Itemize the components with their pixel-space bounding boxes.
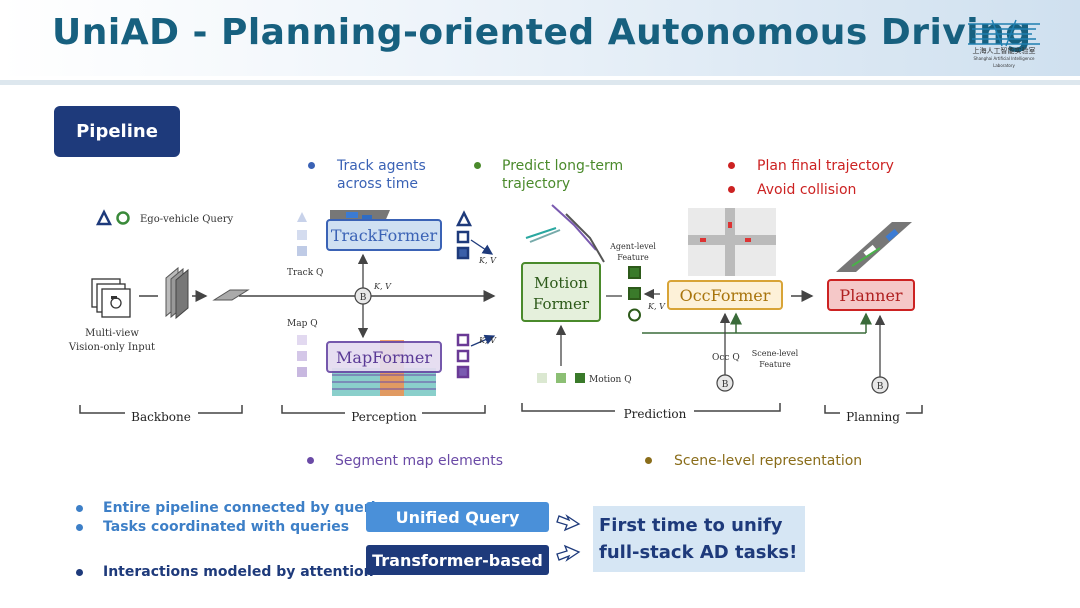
bullet-dot-2 [76, 524, 83, 531]
planner-scene-image [836, 222, 912, 272]
trackformer-label: TrackFormer [331, 226, 438, 245]
plan-annotation: Plan final trajectory [757, 158, 894, 174]
header-divider [0, 80, 1080, 85]
agent-feature-icons [628, 266, 641, 322]
page-title: UniAD - Planning-oriented Autonomous Dri… [52, 12, 1032, 53]
ego-query-icons [95, 209, 130, 226]
stage-backbone: Backbone [131, 410, 191, 424]
bullet-dot-1 [76, 505, 83, 512]
map-output-icons [456, 333, 470, 379]
svg-text:B: B [360, 293, 367, 303]
transformer-based-label: Transformer-based [366, 545, 549, 575]
occ-q-label: Occ Q [712, 353, 740, 363]
avoid-dot [728, 186, 735, 193]
svg-text:K, V: K, V [478, 336, 497, 345]
track-dot [308, 162, 315, 169]
input-label: Multi-view Vision-only Input [68, 328, 156, 353]
track-output-icons [455, 210, 473, 260]
planner-label: Planner [839, 286, 903, 305]
ego-query-label: Ego-vehicle Query [140, 214, 234, 225]
plan-dot [728, 162, 735, 169]
svg-text:K, V: K, V [478, 256, 497, 265]
motion-query-icons [537, 373, 585, 383]
logo-en: Shanghai Artificial Intelligence Laborat… [973, 56, 1035, 68]
svg-text:B: B [877, 382, 884, 392]
planner-box [827, 279, 915, 311]
hollow-arrows [556, 514, 581, 562]
stage-brackets [79, 403, 923, 414]
bullet-interactions: Interactions modeled by attention [103, 564, 374, 580]
section-label: Pipeline [54, 106, 180, 157]
stage-perception: Perception [351, 410, 417, 424]
segment-annotation: Segment map elements [335, 453, 504, 469]
motion-scene-image [525, 204, 605, 263]
stage-prediction: Prediction [624, 407, 687, 421]
unified-query-label: Unified Query [366, 502, 549, 532]
pipeline-diagram: Track Q TrackFormer K, V B K, V Map Q Ma… [79, 204, 923, 424]
logo-caption: 上海人工智能实验室 Shanghai Artificial Intelligen… [962, 48, 1046, 69]
track-annotation: Track agents across time [337, 158, 426, 192]
svg-text:Feature: Feature [617, 253, 649, 262]
lab-logo [968, 19, 1040, 47]
mapformer-label: MapFormer [336, 348, 432, 367]
map-query-icons [297, 335, 307, 377]
predict-dot [474, 162, 481, 169]
svg-text:K, V: K, V [647, 302, 666, 311]
predict-annotation: Predict long-term trajectory [502, 158, 624, 192]
agent-feature-label: Agent-level [609, 242, 656, 251]
motion-q-label: Motion Q [589, 375, 632, 385]
bullet-tasks: Tasks coordinated with queries [103, 519, 350, 535]
motionformer-box [521, 262, 601, 322]
motionformer-label-1: Motion [534, 274, 588, 292]
backbone-icon [165, 266, 189, 320]
callout-box: First time to unify full-stack AD tasks! [593, 506, 805, 572]
svg-text:K, V: K, V [373, 282, 392, 291]
segment-dot [307, 457, 314, 464]
stage-planning: Planning [846, 410, 900, 424]
occ-scene-image [688, 208, 776, 276]
track-query-icons [297, 212, 307, 256]
logo-cn: 上海人工智能实验室 [972, 47, 1036, 55]
avoid-annotation: Avoid collision [757, 182, 857, 198]
map-q-label: Map Q [287, 319, 318, 329]
scene-feature-label: Scene-level [752, 349, 799, 358]
motionformer-label-2: Former [533, 295, 590, 313]
title-bar [0, 0, 1080, 76]
bullet-dot-3 [76, 569, 83, 576]
svg-text:Feature: Feature [759, 360, 791, 369]
trackformer-box [326, 219, 442, 251]
scene-annotation: Scene-level representation [674, 453, 863, 469]
camera-icon [91, 278, 131, 318]
occformer-box [667, 280, 783, 310]
scene-dot [645, 457, 652, 464]
svg-text:B: B [722, 380, 729, 390]
mapformer-box [326, 341, 442, 373]
bullet-pipeline: Entire pipeline connected by queries [103, 500, 394, 516]
occformer-label: OccFormer [680, 286, 771, 305]
track-q-label: Track Q [287, 268, 323, 278]
callout-text: First time to unify full-stack AD tasks! [599, 515, 798, 563]
